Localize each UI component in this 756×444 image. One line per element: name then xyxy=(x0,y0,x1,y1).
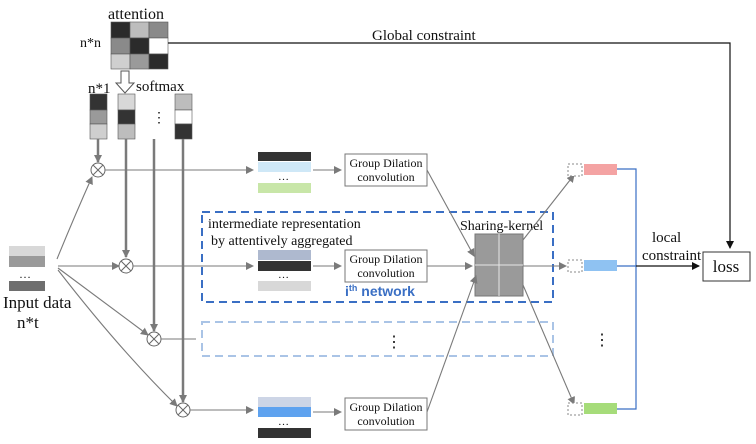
gdc-to-kernel-arrows xyxy=(426,169,478,413)
rep-ellipsis-1: … xyxy=(278,171,289,183)
rep-block-n xyxy=(258,397,311,438)
rep-ellipsis-n: … xyxy=(278,416,289,428)
input-ellipsis: … xyxy=(19,267,31,281)
multiply-node-4 xyxy=(175,402,191,418)
constraint-label: constraint xyxy=(642,248,702,264)
n-by-1-label: n*1 xyxy=(88,81,111,97)
input-data-block xyxy=(9,246,45,291)
gdc-2-line1: Group Dilation xyxy=(350,252,423,266)
vector-2 xyxy=(117,93,136,140)
output-node-2 xyxy=(567,259,617,273)
gdc-n-line1: Group Dilation xyxy=(350,400,423,414)
softmax-arrow xyxy=(114,70,136,94)
local-constraint-bracket xyxy=(617,168,700,410)
gdc-2-line2: convolution xyxy=(357,266,414,280)
input-data-label: Input data xyxy=(3,293,72,312)
gdc-1-line1: Group Dilation xyxy=(350,156,423,170)
gdc-block-2: Group Dilation convolution xyxy=(344,249,428,283)
vector-n xyxy=(174,93,193,140)
multiply-node-1 xyxy=(90,162,106,178)
sharing-kernel-grid xyxy=(474,233,524,297)
rep-block-1 xyxy=(258,152,311,193)
kernel-to-output-arrows xyxy=(522,174,575,405)
ith-network-label: ith network xyxy=(345,283,415,299)
vectors-ellipsis: ⋮ xyxy=(152,111,166,126)
multiply-node-3 xyxy=(146,331,162,347)
input-fanout-arrows xyxy=(56,176,178,407)
attention-matrix xyxy=(110,21,169,70)
intermediate-line2: by attentively aggregated xyxy=(211,234,353,249)
vector-1 xyxy=(89,93,108,140)
loss-box: loss xyxy=(702,251,751,282)
vector-arrows xyxy=(94,139,187,403)
sharing-kernel-label: Sharing-kernel xyxy=(460,219,543,234)
output-node-n xyxy=(567,402,617,416)
ghost-network-ellipsis: ⋮ xyxy=(386,334,402,351)
output-node-1 xyxy=(567,163,617,177)
node-to-rep-arrows xyxy=(105,166,254,414)
rep-ellipsis-2: … xyxy=(278,269,289,281)
rep-block-2 xyxy=(258,250,311,291)
outputs-ellipsis: ⋮ xyxy=(594,332,610,349)
gdc-block-1: Group Dilation convolution xyxy=(344,153,428,187)
gdc-block-n: Group Dilation convolution xyxy=(344,397,428,431)
ghost-network-box xyxy=(201,321,554,357)
intermediate-line1: intermediate representation xyxy=(208,217,361,232)
local-label: local xyxy=(652,230,681,246)
n-by-t-label: n*t xyxy=(17,313,39,332)
gdc-n-line2: convolution xyxy=(357,414,414,428)
multiply-node-2 xyxy=(118,258,134,274)
loss-label: loss xyxy=(713,257,739,276)
gdc-1-line2: convolution xyxy=(357,170,414,184)
softmax-label: softmax xyxy=(136,79,185,95)
ith-network-box xyxy=(201,211,554,303)
n-by-n-label: n*n xyxy=(80,36,101,51)
attention-label: attention xyxy=(108,6,164,23)
global-constraint-arrow xyxy=(168,42,734,249)
global-constraint-label: Global constraint xyxy=(372,28,477,44)
